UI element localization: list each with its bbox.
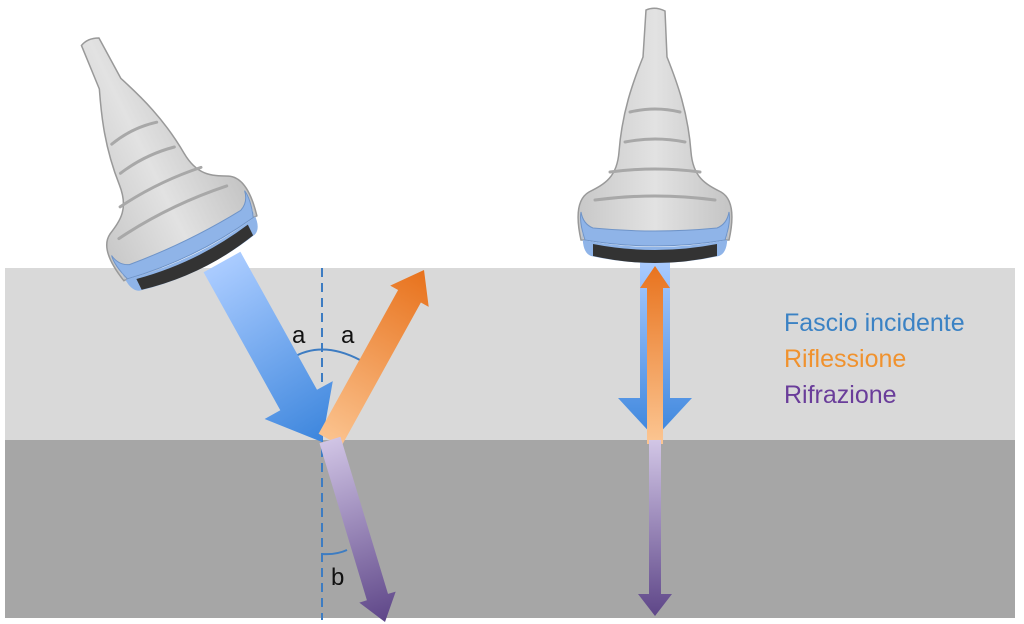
reflection-beam-arrow-perpendicular	[640, 266, 670, 444]
refraction-beam-arrow	[319, 436, 396, 622]
angle-label-incident: a	[292, 322, 306, 349]
reflection-beam-arrow	[318, 270, 429, 447]
upper-medium	[5, 268, 1015, 440]
angle-label-refracted: b	[331, 564, 344, 591]
legend-item-reflection: Riflessione	[784, 345, 907, 373]
refraction-beam-arrow-perpendicular	[638, 440, 672, 616]
incident-beam-arrow	[203, 251, 333, 442]
angle-arc-refracted	[321, 549, 348, 556]
angle-label-reflected: a	[341, 322, 355, 349]
lower-medium	[5, 440, 1015, 618]
probe-perpendicular	[576, 6, 734, 265]
legend-item-incident: Fascio incidente	[784, 309, 965, 337]
legend: Fascio incidente Riflessione Rifrazione	[784, 305, 965, 413]
legend-item-refraction: Rifrazione	[784, 381, 897, 409]
